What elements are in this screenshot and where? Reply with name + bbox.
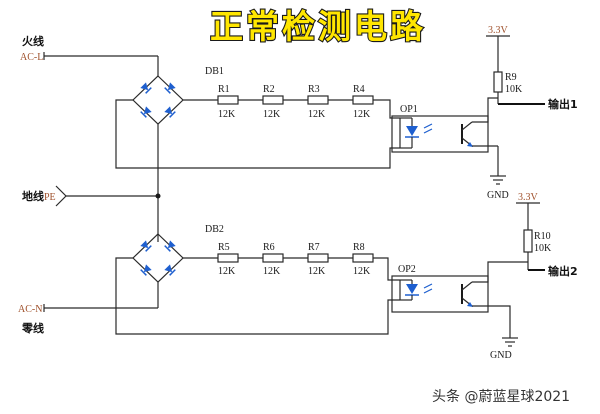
supply-label-bottom: 3.3V	[518, 192, 539, 203]
bridge-label-db2: DB2	[205, 224, 224, 235]
diagram-title: 正常检测电路	[210, 7, 426, 46]
resistor-r1	[217, 95, 239, 105]
optocoupler-label-op2: OP2	[398, 264, 416, 275]
r7-name: R7	[308, 242, 320, 253]
r1-value: 12K	[218, 109, 236, 120]
r6-name: R6	[263, 242, 275, 253]
output-2-label: 输出2	[548, 264, 578, 278]
resistor-r6	[262, 253, 284, 263]
live-label: 火线	[22, 34, 44, 48]
resistor-r5	[217, 253, 239, 263]
r9-name: R9	[505, 72, 517, 83]
r3-name: R3	[308, 84, 320, 95]
earth-label: 地线	[22, 189, 44, 203]
r7-value: 12K	[308, 266, 326, 277]
resistor-r9	[493, 71, 503, 93]
r6-value: 12K	[263, 266, 281, 277]
bridge-label-db1: DB1	[205, 66, 224, 77]
junction-dot	[155, 193, 161, 199]
earth-pin-label: PE	[44, 192, 56, 203]
neutral-pin-label: AC-N	[18, 304, 42, 315]
optocoupler-label-op1: OP1	[400, 104, 418, 115]
r10-name: R10	[534, 231, 551, 242]
r10-value: 10K	[534, 243, 552, 254]
resistor-r7	[307, 253, 329, 263]
supply-label-top: 3.3V	[488, 25, 509, 36]
live-pin-label: AC-L	[20, 52, 43, 63]
r8-name: R8	[353, 242, 365, 253]
watermark: 头条 @蔚蓝星球2021	[432, 388, 570, 405]
r4-value: 12K	[353, 109, 371, 120]
bridge-rectifier-db1	[132, 75, 184, 125]
optocoupler-op2	[391, 275, 489, 313]
r2-name: R2	[263, 84, 275, 95]
ground-symbol-bottom	[502, 337, 518, 347]
r5-value: 12K	[218, 266, 236, 277]
gnd-label-bottom: GND	[490, 350, 512, 361]
output-1-label: 输出1	[548, 97, 578, 111]
resistor-r2	[262, 95, 284, 105]
r2-value: 12K	[263, 109, 281, 120]
ground-symbol-top	[490, 175, 506, 185]
resistor-r3	[307, 95, 329, 105]
r3-value: 12K	[308, 109, 326, 120]
optocoupler-op1	[391, 115, 489, 153]
r5-name: R5	[218, 242, 230, 253]
r9-value: 10K	[505, 84, 523, 95]
neutral-label: 零线	[21, 321, 44, 335]
r4-name: R4	[353, 84, 365, 95]
r8-value: 12K	[353, 266, 371, 277]
gnd-label-top: GND	[487, 190, 509, 201]
resistor-r8	[352, 253, 374, 263]
resistor-r10	[523, 229, 533, 253]
resistor-r4	[352, 95, 374, 105]
r1-name: R1	[218, 84, 230, 95]
